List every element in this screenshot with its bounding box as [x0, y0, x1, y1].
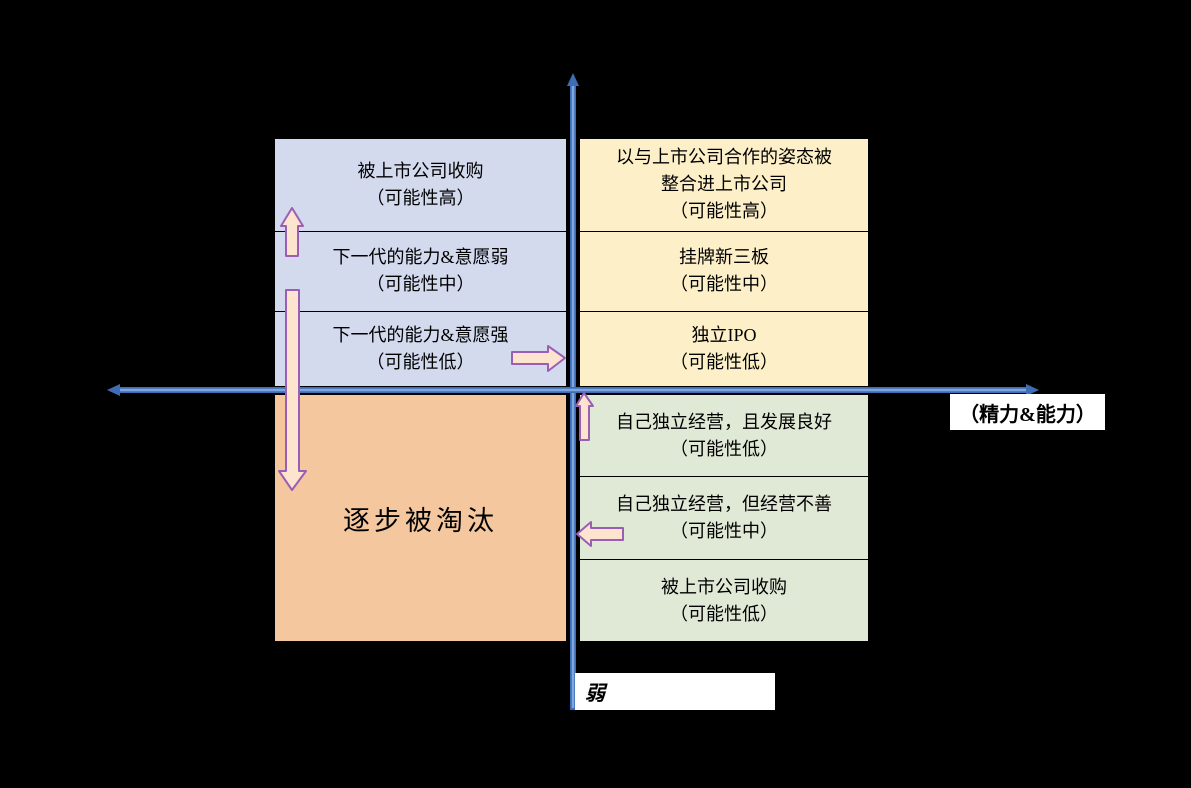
y-axis-bottom-label-text: 弱: [585, 683, 605, 705]
matrix-cell: 挂牌新三板 （可能性中）: [580, 230, 868, 311]
matrix-cell: 独立IPO （可能性低）: [580, 310, 868, 386]
quadrant-top-right: 以与上市公司合作的姿态被 整合进上市公司 （可能性高） 挂牌新三板 （可能性中）…: [578, 137, 870, 388]
y-axis-bottom-label: 弱: [575, 673, 775, 710]
eliminated-title: 逐步被淘汰: [343, 505, 498, 536]
quadrant-bottom-left: 逐步被淘汰: [273, 393, 568, 643]
matrix-cell: 自己独立经营，但经营不善 （可能性中）: [580, 476, 868, 559]
matrix-cell: 被上市公司收购 （可能性高）: [357, 160, 484, 208]
x-axis-label: （精力&能力）: [950, 394, 1105, 430]
y-axis-arrowhead-icon: [567, 73, 579, 86]
matrix-cell: 下一代的能力&意愿强 （可能性低）: [275, 310, 566, 386]
x-axis: [107, 384, 1039, 396]
quadrant-bottom-right: 自己独立经营，且发展良好 （可能性低） 自己独立经营，但经营不善 （可能性中） …: [578, 393, 870, 643]
matrix-cell: 以与上市公司合作的姿态被 整合进上市公司 （可能性高）: [616, 147, 832, 222]
matrix-cell: 被上市公司收购 （可能性低）: [580, 559, 868, 641]
matrix-cell: 自己独立经营，且发展良好 （可能性低）: [616, 411, 832, 459]
matrix-cell: 下一代的能力&意愿弱 （可能性中）: [275, 230, 566, 311]
quadrant-top-left: 被上市公司收购 （可能性高） 下一代的能力&意愿弱 （可能性中） 下一代的能力&…: [273, 137, 568, 388]
x-axis-label-text: （精力&能力）: [959, 403, 1096, 426]
x-axis-left-arrowhead-icon: [107, 384, 120, 396]
